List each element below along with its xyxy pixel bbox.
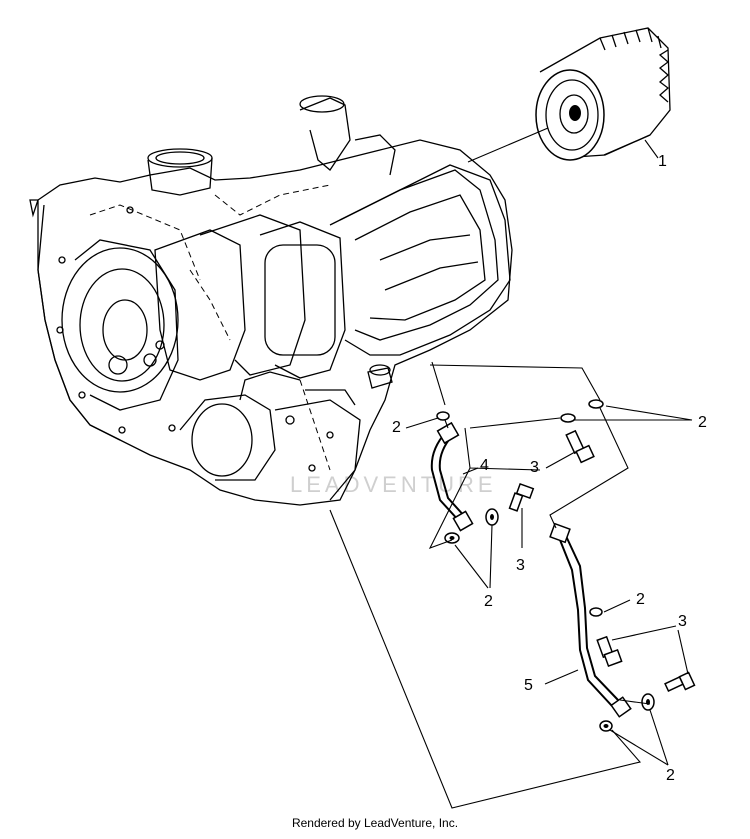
callout-1: 1	[658, 153, 667, 170]
callout-5: 5	[524, 677, 533, 694]
oil-line-upper	[430, 421, 474, 532]
filter-assembly-line	[467, 127, 549, 163]
washers	[436, 399, 655, 732]
engine-crankcase	[29, 95, 513, 506]
callout-2-lower-middle: 2	[636, 591, 645, 608]
callout-2-lower-left: 2	[484, 593, 493, 610]
watermark-text: LEADVENTURE	[290, 472, 497, 497]
banjo-bolts	[508, 429, 696, 693]
callout-3-middle: 3	[516, 557, 525, 574]
callout-leaders	[405, 139, 693, 766]
callout-4: 4	[480, 457, 489, 474]
oil-line-lower	[549, 522, 632, 718]
assembly-lines	[329, 361, 651, 809]
callout-2-left: 2	[392, 419, 401, 436]
callout-2-upper-right: 2	[698, 414, 707, 431]
callout-2-bottom: 2	[666, 767, 675, 784]
oil-filter	[535, 27, 671, 161]
callout-3-upper: 3	[530, 459, 539, 476]
render-credit: Rendered by LeadVenture, Inc.	[291, 816, 459, 830]
callout-3-lower-right: 3	[678, 613, 687, 630]
